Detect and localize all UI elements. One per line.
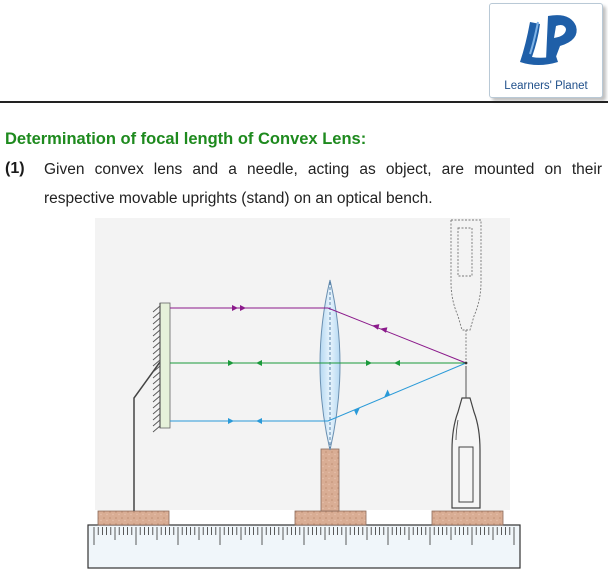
needle-image bbox=[450, 219, 482, 360]
ray-middle bbox=[170, 360, 466, 366]
lp-logo-icon bbox=[520, 15, 577, 65]
plane-mirror bbox=[152, 302, 171, 433]
header-divider bbox=[0, 101, 608, 103]
needle-tip bbox=[464, 361, 468, 365]
lens-stand-base bbox=[294, 510, 367, 526]
diagram-background bbox=[95, 218, 510, 510]
learners-planet-logo: Learners' Planet bbox=[489, 3, 603, 98]
optical-bench-scale bbox=[87, 524, 521, 569]
item-number: (1) bbox=[5, 160, 25, 177]
convex-lens bbox=[319, 279, 341, 451]
lens-upright bbox=[320, 448, 340, 512]
mirror-support-rod bbox=[133, 361, 161, 511]
needle-holder bbox=[451, 366, 481, 509]
section-heading: Determination of focal length of Convex … bbox=[5, 130, 367, 148]
ray-top bbox=[170, 305, 467, 364]
logo-brand-name: Learners' Planet bbox=[504, 80, 588, 92]
ray-bottom bbox=[170, 362, 467, 424]
item-text-line-1: Given convex lens and a needle, acting a… bbox=[44, 161, 602, 178]
needle-stand-base bbox=[431, 510, 504, 526]
item-text-line-2: respective movable uprights (stand) on a… bbox=[44, 190, 433, 207]
mirror-stand-base bbox=[97, 510, 170, 526]
